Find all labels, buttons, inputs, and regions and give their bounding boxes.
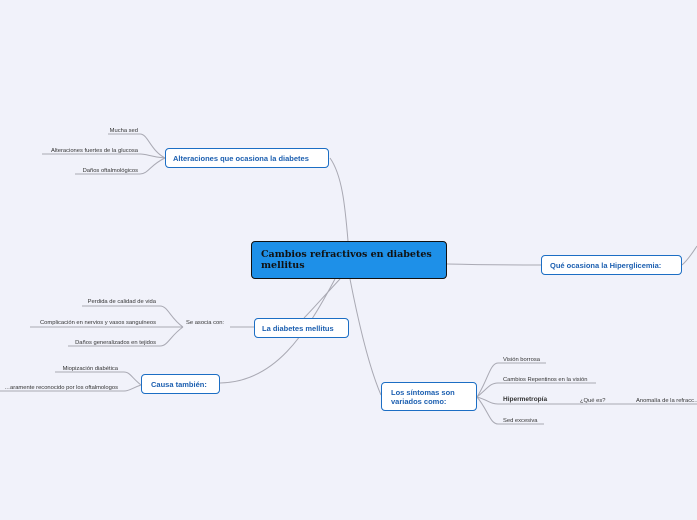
leaf-vision-borrosa[interactable]: Visión borrosa (503, 357, 540, 363)
link-hiperglicemia-out (681, 245, 697, 266)
topic-alteraciones[interactable]: Alteraciones que ocasiona la diabetes (165, 148, 329, 168)
topic-hiperglicemia[interactable]: Qué ocasiona la Hiperglicemia: (541, 255, 682, 275)
topic-diabetes-mellitus[interactable]: La diabetes mellitus (254, 318, 349, 338)
leaf-mucha-sed[interactable]: Mucha sed (109, 128, 138, 134)
central-topic[interactable]: Cambios refractivos en diabetes mellitus (251, 241, 447, 279)
leaf-alteraciones-glucosa[interactable]: Alteraciones fuertes de la glucosa (50, 148, 138, 154)
topic-sintomas[interactable]: Los síntomas son variados como: (381, 382, 477, 411)
leaf-danos-tejidos[interactable]: Daños generalizados en tejidos (75, 340, 156, 346)
leaf-sed-excesiva[interactable]: Sed excesiva (503, 418, 538, 424)
leaf-danos-oftalmologicos[interactable]: Daños oftalmológicos (82, 168, 138, 174)
leaf-complicacion-nervios[interactable]: Complicación en nervios y vasos sanguíne… (40, 320, 156, 326)
leaf-reconocido-oftalmologos[interactable]: …aramente reconocido por los oftalmologo… (4, 385, 118, 391)
leaf-perdida-calidad[interactable]: Perdida de calidad de vida (87, 299, 156, 305)
leaf-cambios-repentinos[interactable]: Cambios Repentinos en la visión (503, 377, 588, 383)
connector-label-que-es: ¿Qué es? (580, 398, 606, 404)
leaf-miopizacion[interactable]: Miopización diabética (62, 366, 118, 372)
link-alteraciones (329, 157, 349, 242)
connector-label-se-asocia: Se asocia con: (186, 320, 225, 326)
link-hiperglicemia (446, 263, 542, 266)
leaf-anomalia-refraccion[interactable]: Anomalía de la refracc… (636, 398, 697, 404)
topic-causa-tambien[interactable]: Causa también: (141, 374, 220, 394)
leaf-hipermetropia[interactable]: Hipermetropía (503, 396, 548, 403)
link-causa (219, 278, 336, 384)
link-sintomas (349, 278, 382, 396)
link-diabetes (303, 278, 341, 319)
